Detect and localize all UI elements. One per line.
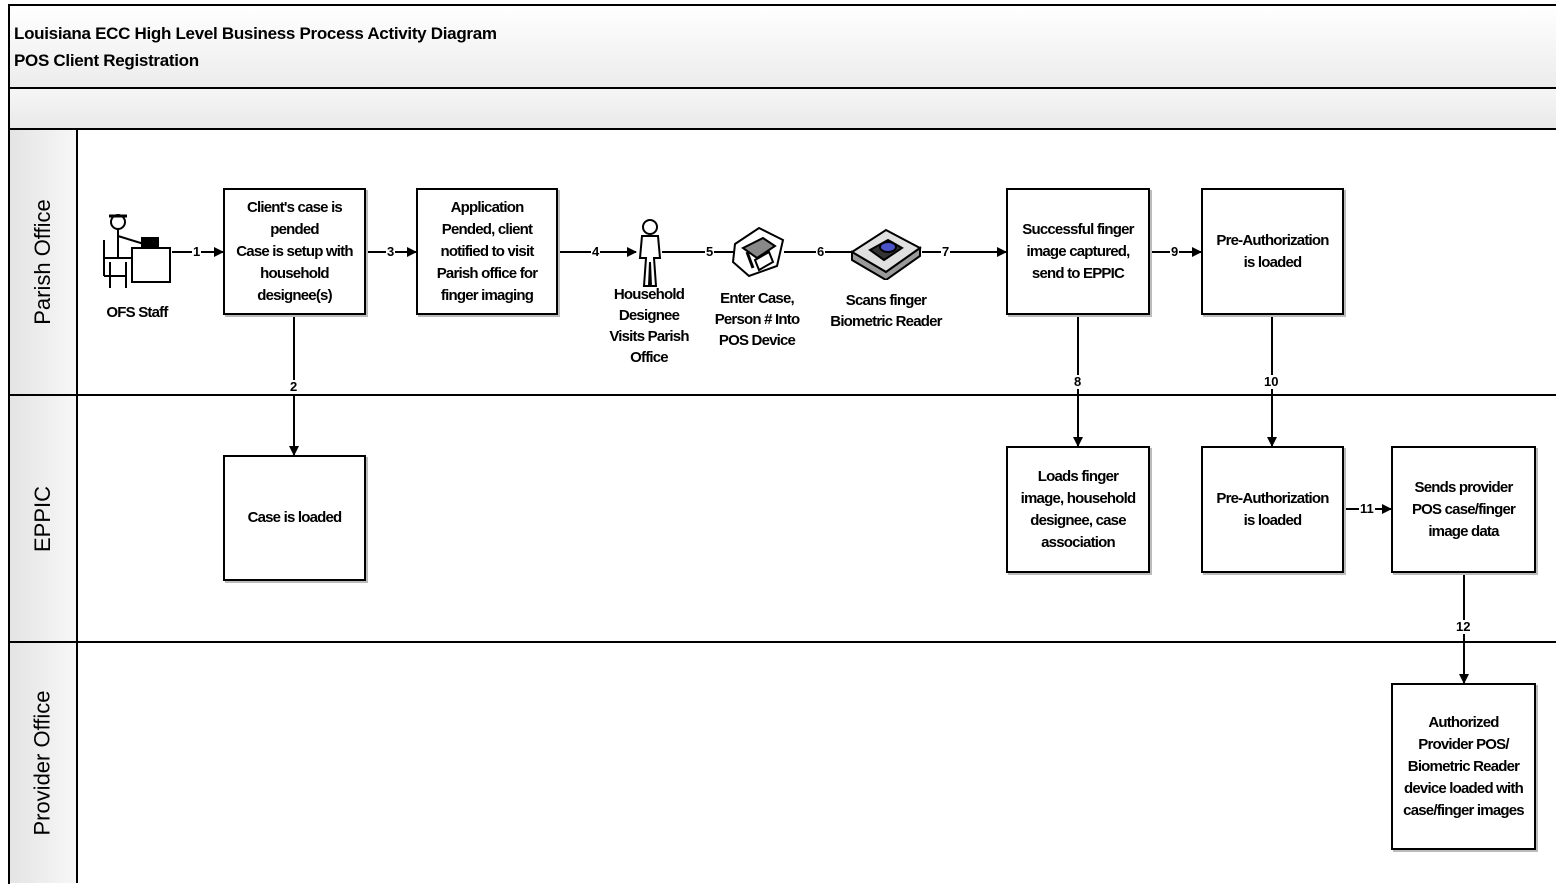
- pos-device-label: Enter Case, Person # Into POS Device: [714, 290, 800, 349]
- loads-finger-box: Loads finger image, household designee, …: [1006, 446, 1150, 573]
- biometric-reader-icon: [850, 228, 922, 280]
- case-pended-box: Client's case is pended Case is setup wi…: [223, 188, 366, 315]
- preauth-parish-box: Pre-Authorization is loaded: [1201, 188, 1344, 315]
- lane-separator: [8, 641, 1556, 643]
- step-number: 6: [816, 244, 826, 259]
- finger-captured-text: Successful finger image captured, send t…: [1022, 220, 1134, 282]
- case-loaded-box: Case is loaded: [223, 455, 366, 581]
- authorized-pos-text: Authorized Provider POS/ Biometric Reade…: [1403, 713, 1524, 819]
- authorized-pos-box: Authorized Provider POS/ Biometric Reade…: [1391, 683, 1536, 850]
- step-number: 1: [192, 244, 202, 259]
- person-icon: [638, 219, 662, 287]
- step-number: 2: [289, 379, 299, 394]
- step-number: 10: [1263, 374, 1280, 389]
- lane-provider-office: Provider Office: [10, 643, 78, 883]
- lane-separator: [8, 394, 1556, 396]
- step-number: 7: [941, 244, 951, 259]
- ofs-staff-label: OFS Staff: [106, 304, 168, 321]
- case-pended-text: Client's case is pended Case is setup wi…: [236, 198, 353, 304]
- household-designee-label: Household Designee Visits Parish Office: [609, 286, 689, 366]
- diagram-frame: [8, 4, 1556, 884]
- loads-finger-text: Loads finger image, household designee, …: [1020, 467, 1137, 551]
- step-number: 3: [386, 244, 396, 259]
- step-number: 12: [1455, 619, 1472, 634]
- staff-at-desk-icon: [103, 214, 171, 288]
- preauth-eppic-box: Pre-Authorization is loaded: [1201, 446, 1344, 573]
- step-number: 9: [1170, 244, 1180, 259]
- biometric-reader-label: Scans finger Biometric Reader: [830, 292, 942, 330]
- step-number: 4: [591, 244, 601, 259]
- lane-eppic: EPPIC: [10, 396, 78, 641]
- sends-provider-text: Sends provider POS case/finger image dat…: [1411, 478, 1516, 540]
- preauth-eppic-text: Pre-Authorization is loaded: [1216, 489, 1329, 529]
- application-pended-box: Application Pended, client notified to v…: [416, 188, 558, 315]
- preauth-parish-text: Pre-Authorization is loaded: [1216, 231, 1329, 271]
- application-pended-text: Application Pended, client notified to v…: [436, 198, 538, 304]
- lane-parish-office: Parish Office: [10, 130, 78, 394]
- title-block: Louisiana ECC High Level Business Proces…: [10, 6, 1556, 89]
- diagram-subtitle: POS Client Registration: [14, 51, 199, 70]
- step-number: 8: [1073, 374, 1083, 389]
- sends-provider-box: Sends provider POS case/finger image dat…: [1391, 446, 1536, 573]
- pos-device-icon: [731, 226, 785, 278]
- step-number: 11: [1359, 501, 1375, 516]
- header-band: [10, 89, 1556, 130]
- case-loaded-text: Case is loaded: [247, 509, 343, 526]
- diagram-title: Louisiana ECC High Level Business Proces…: [14, 24, 497, 43]
- finger-captured-box: Successful finger image captured, send t…: [1006, 188, 1150, 315]
- step-number: 5: [705, 244, 715, 259]
